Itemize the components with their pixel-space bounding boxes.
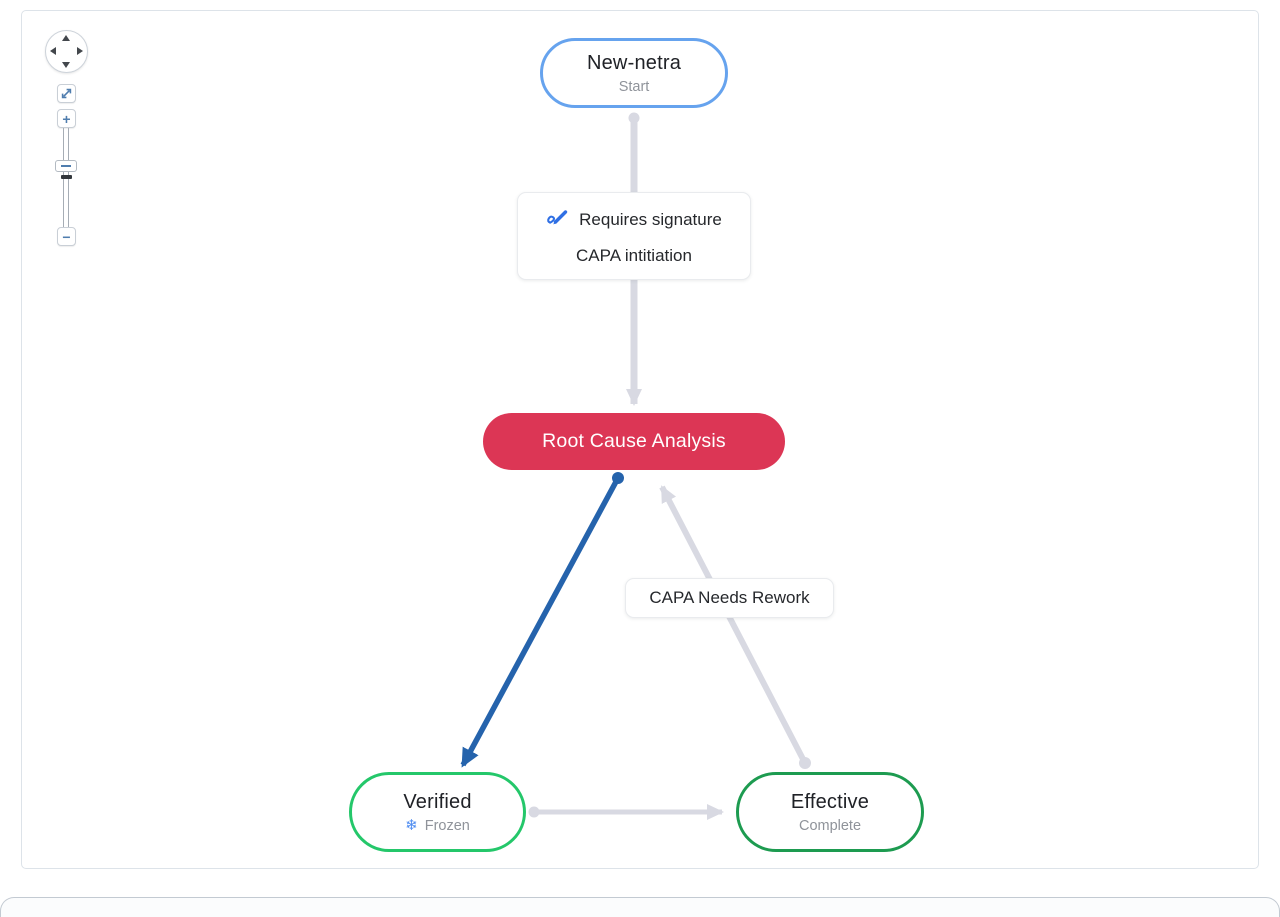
- node-new-netra[interactable]: New-netra Start: [540, 38, 728, 108]
- snowflake-icon: ❄: [405, 817, 418, 834]
- zoom-in-button[interactable]: +: [57, 109, 76, 128]
- pan-down-icon[interactable]: [62, 62, 70, 68]
- slider-handle-mark: [61, 165, 71, 167]
- node-root-cause-analysis[interactable]: Root Cause Analysis: [483, 413, 785, 470]
- edge-label-text: CAPA Needs Rework: [649, 588, 810, 607]
- zoom-out-button[interactable]: −: [57, 227, 76, 246]
- pan-right-icon[interactable]: [77, 47, 83, 55]
- expand-diagonal-icon: [61, 86, 72, 102]
- node-verified[interactable]: Verified ❄ Frozen: [349, 772, 526, 852]
- edge-effective-to-rca[interactable]: [659, 485, 811, 769]
- minus-icon: −: [62, 228, 71, 245]
- plus-icon: +: [62, 110, 71, 127]
- pan-control[interactable]: [45, 30, 88, 73]
- node-title: Effective: [790, 790, 870, 813]
- node-subtitle: Start: [618, 78, 650, 95]
- zoom-slider-handle[interactable]: [55, 160, 77, 172]
- edge-label-capa-initiation[interactable]: Requires signature CAPA intitiation: [517, 192, 751, 280]
- node-title: Root Cause Analysis: [542, 430, 726, 452]
- edge-rca-to-verified[interactable]: [460, 472, 624, 768]
- signature-icon: [546, 206, 570, 233]
- edge-signature-note: Requires signature: [579, 209, 722, 229]
- edge-label-capa-needs-rework[interactable]: CAPA Needs Rework: [625, 578, 834, 618]
- node-effective[interactable]: Effective Complete: [736, 772, 924, 852]
- fullscreen-button[interactable]: [57, 84, 76, 103]
- node-title: Verified: [403, 790, 472, 813]
- pan-left-icon[interactable]: [50, 47, 56, 55]
- edge-verified-to-effective[interactable]: [528, 804, 724, 820]
- pan-up-icon[interactable]: [62, 35, 70, 41]
- node-subtitle: Complete: [798, 817, 862, 834]
- zoom-level-tick: [61, 175, 72, 179]
- next-card-edge: [0, 897, 1280, 917]
- node-title: New-netra: [586, 51, 682, 74]
- node-subtitle: Frozen: [424, 817, 470, 834]
- edge-label-text: CAPA intitiation: [576, 246, 692, 265]
